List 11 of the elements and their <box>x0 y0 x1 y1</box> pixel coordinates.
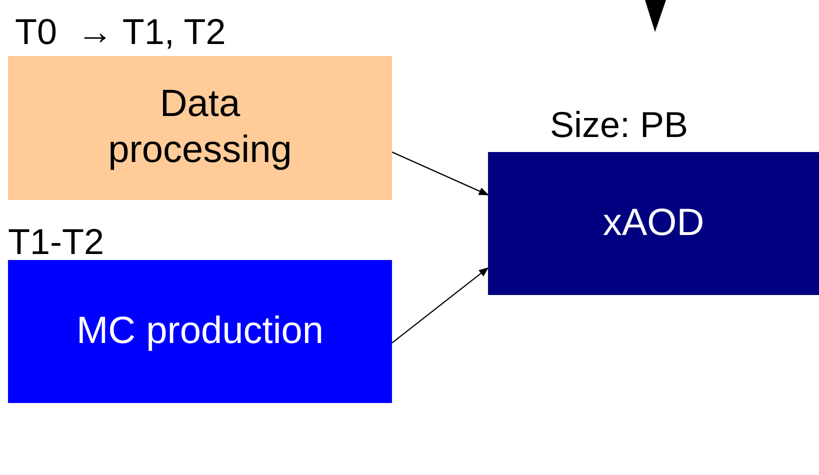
arrow <box>392 152 489 196</box>
process-box <box>8 56 392 200</box>
box-label: MC production <box>76 308 324 354</box>
arrow <box>392 267 489 344</box>
box-label: xAOD <box>602 200 704 246</box>
node-caption: Size: PB <box>550 107 688 143</box>
box-label: Data processing <box>107 82 293 173</box>
node-caption: T0 → T1, T2 <box>15 14 226 50</box>
node-caption: T1-T2 <box>8 224 104 260</box>
process-box <box>488 152 819 295</box>
process-box <box>8 260 392 403</box>
